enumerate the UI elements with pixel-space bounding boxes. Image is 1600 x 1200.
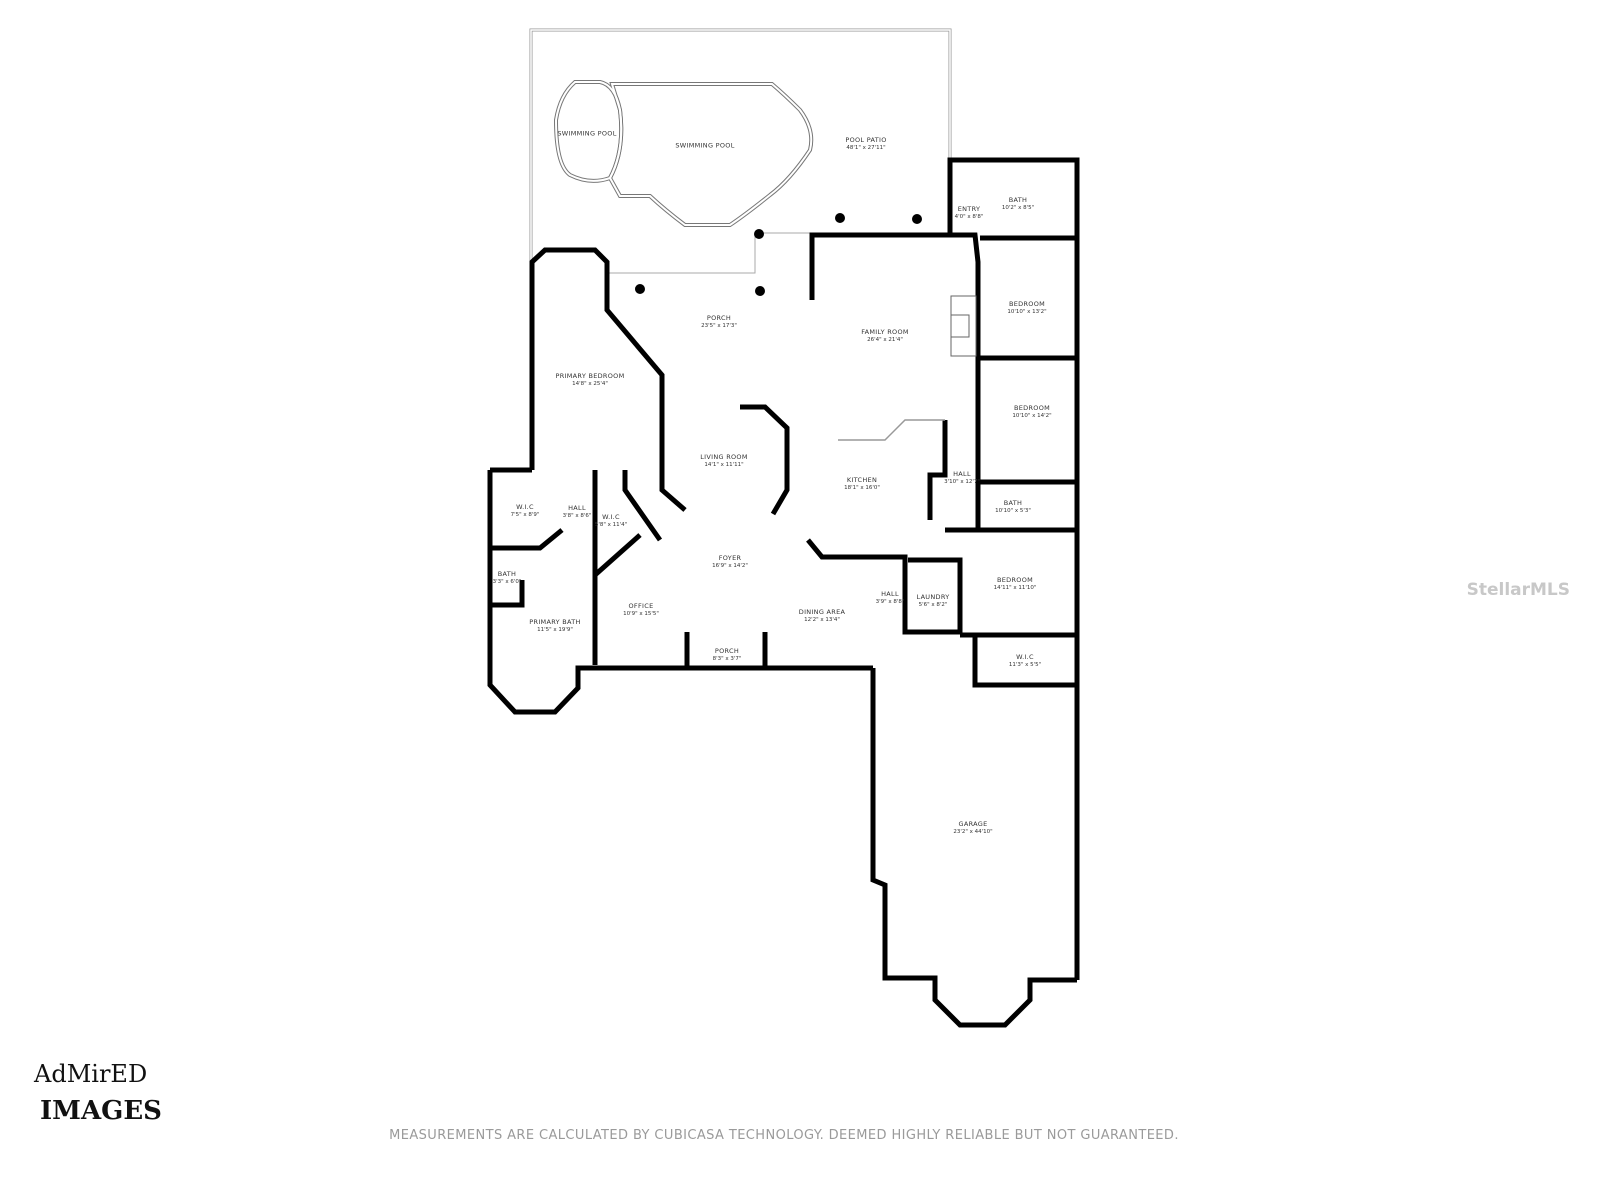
room-name: LAUNDRY xyxy=(916,592,950,601)
room-name: SWIMMING POOL xyxy=(675,141,735,150)
fireplace xyxy=(950,295,977,357)
disclaimer: MEASUREMENTS ARE CALCULATED BY CUBICASA … xyxy=(389,1128,1179,1143)
room-name: BEDROOM xyxy=(1013,403,1051,412)
room-name: ENTRY xyxy=(957,204,981,213)
logo-line-2: IMAGES xyxy=(40,1096,162,1126)
room-dims: 12'2" x 13'4" xyxy=(804,616,840,623)
room-name: PRIMARY BATH xyxy=(529,617,581,626)
room-name: BATH xyxy=(497,569,517,578)
walls xyxy=(487,157,1080,1028)
room-name: PRIMARY BEDROOM xyxy=(555,371,625,380)
room-name: FOYER xyxy=(718,553,742,562)
pools xyxy=(553,80,814,227)
room-dims: 23'2" x 44'10" xyxy=(953,828,993,835)
room-dims: 4'0" x 8'8" xyxy=(954,213,984,220)
room-name: BATH xyxy=(1003,498,1023,507)
room-name: FAMILY ROOM xyxy=(861,327,909,336)
room-dims: 3'8" x 8'6" xyxy=(562,512,592,519)
room-dims: 11'5" x 19'9" xyxy=(537,626,573,633)
room-dims: 18'1" x 16'0" xyxy=(844,484,880,491)
room-name: W.I.C xyxy=(1016,652,1034,661)
columns xyxy=(635,213,922,296)
room-name: OFFICE xyxy=(628,601,654,610)
room-name: POOL PATIO xyxy=(845,135,887,144)
room-name: LIVING ROOM xyxy=(700,452,748,461)
room-name: KITCHEN xyxy=(846,475,878,484)
room-dims: 8'3" x 3'7" xyxy=(712,655,742,662)
room-dims: 3'10" x 12'7" xyxy=(944,478,980,485)
room-dims: 23'5" x 17'3" xyxy=(701,322,737,329)
room-dims: 5'6" x 8'2" xyxy=(918,601,948,608)
room-name: HALL xyxy=(881,589,899,598)
room-name: BEDROOM xyxy=(996,575,1034,584)
room-pool-large: SWIMMING POOL xyxy=(675,142,734,151)
room-name: BATH xyxy=(1008,195,1028,204)
room-pool-small: SWIMMING POOL xyxy=(557,130,616,139)
room-dims: 10'9" x 15'5" xyxy=(623,610,659,617)
room-dims: 14'1" x 11'11" xyxy=(704,461,744,468)
room-dims: 10'10" x 14'2" xyxy=(1012,412,1052,419)
room-dims: 3'3" x 6'0" xyxy=(492,578,522,585)
room-name: W.I.C xyxy=(602,512,620,521)
room-name: BEDROOM xyxy=(1008,299,1046,308)
room-name: PORCH xyxy=(714,646,740,655)
watermark: StellarMLS xyxy=(1466,580,1570,600)
company-logo: AdMirED IMAGES xyxy=(34,1060,184,1135)
room-name: GARAGE xyxy=(958,819,988,828)
room-dims: 3'9" x 8'8" xyxy=(875,598,905,605)
room-dims: 26'4" x 21'4" xyxy=(867,336,903,343)
room-name: DINING AREA xyxy=(798,607,846,616)
room-name: HALL xyxy=(953,469,971,478)
room-name: SWIMMING POOL xyxy=(557,129,617,138)
room-dims: 7'5" x 8'9" xyxy=(510,511,540,518)
room-dims: 5'8" x 11'4" xyxy=(594,521,628,528)
room-dims: 16'9" x 14'2" xyxy=(712,562,748,569)
room-dims: 11'3" x 5'5" xyxy=(1008,661,1042,668)
room-dims: 14'8" x 25'4" xyxy=(572,380,608,387)
room-dims: 48'1" x 27'11" xyxy=(846,144,886,151)
room-name: HALL xyxy=(568,503,586,512)
room-dims: 10'10" x 13'2" xyxy=(1007,308,1047,315)
room-name: W.I.C xyxy=(516,502,534,511)
room-dims: 10'10" x 5'3" xyxy=(995,507,1031,514)
room-name: PORCH xyxy=(706,313,732,322)
logo-line-1: AdMirED xyxy=(34,1060,148,1088)
room-dims: 14'11" x 11'10" xyxy=(993,584,1037,591)
room-dims: 10'2" x 8'5" xyxy=(1001,204,1035,211)
